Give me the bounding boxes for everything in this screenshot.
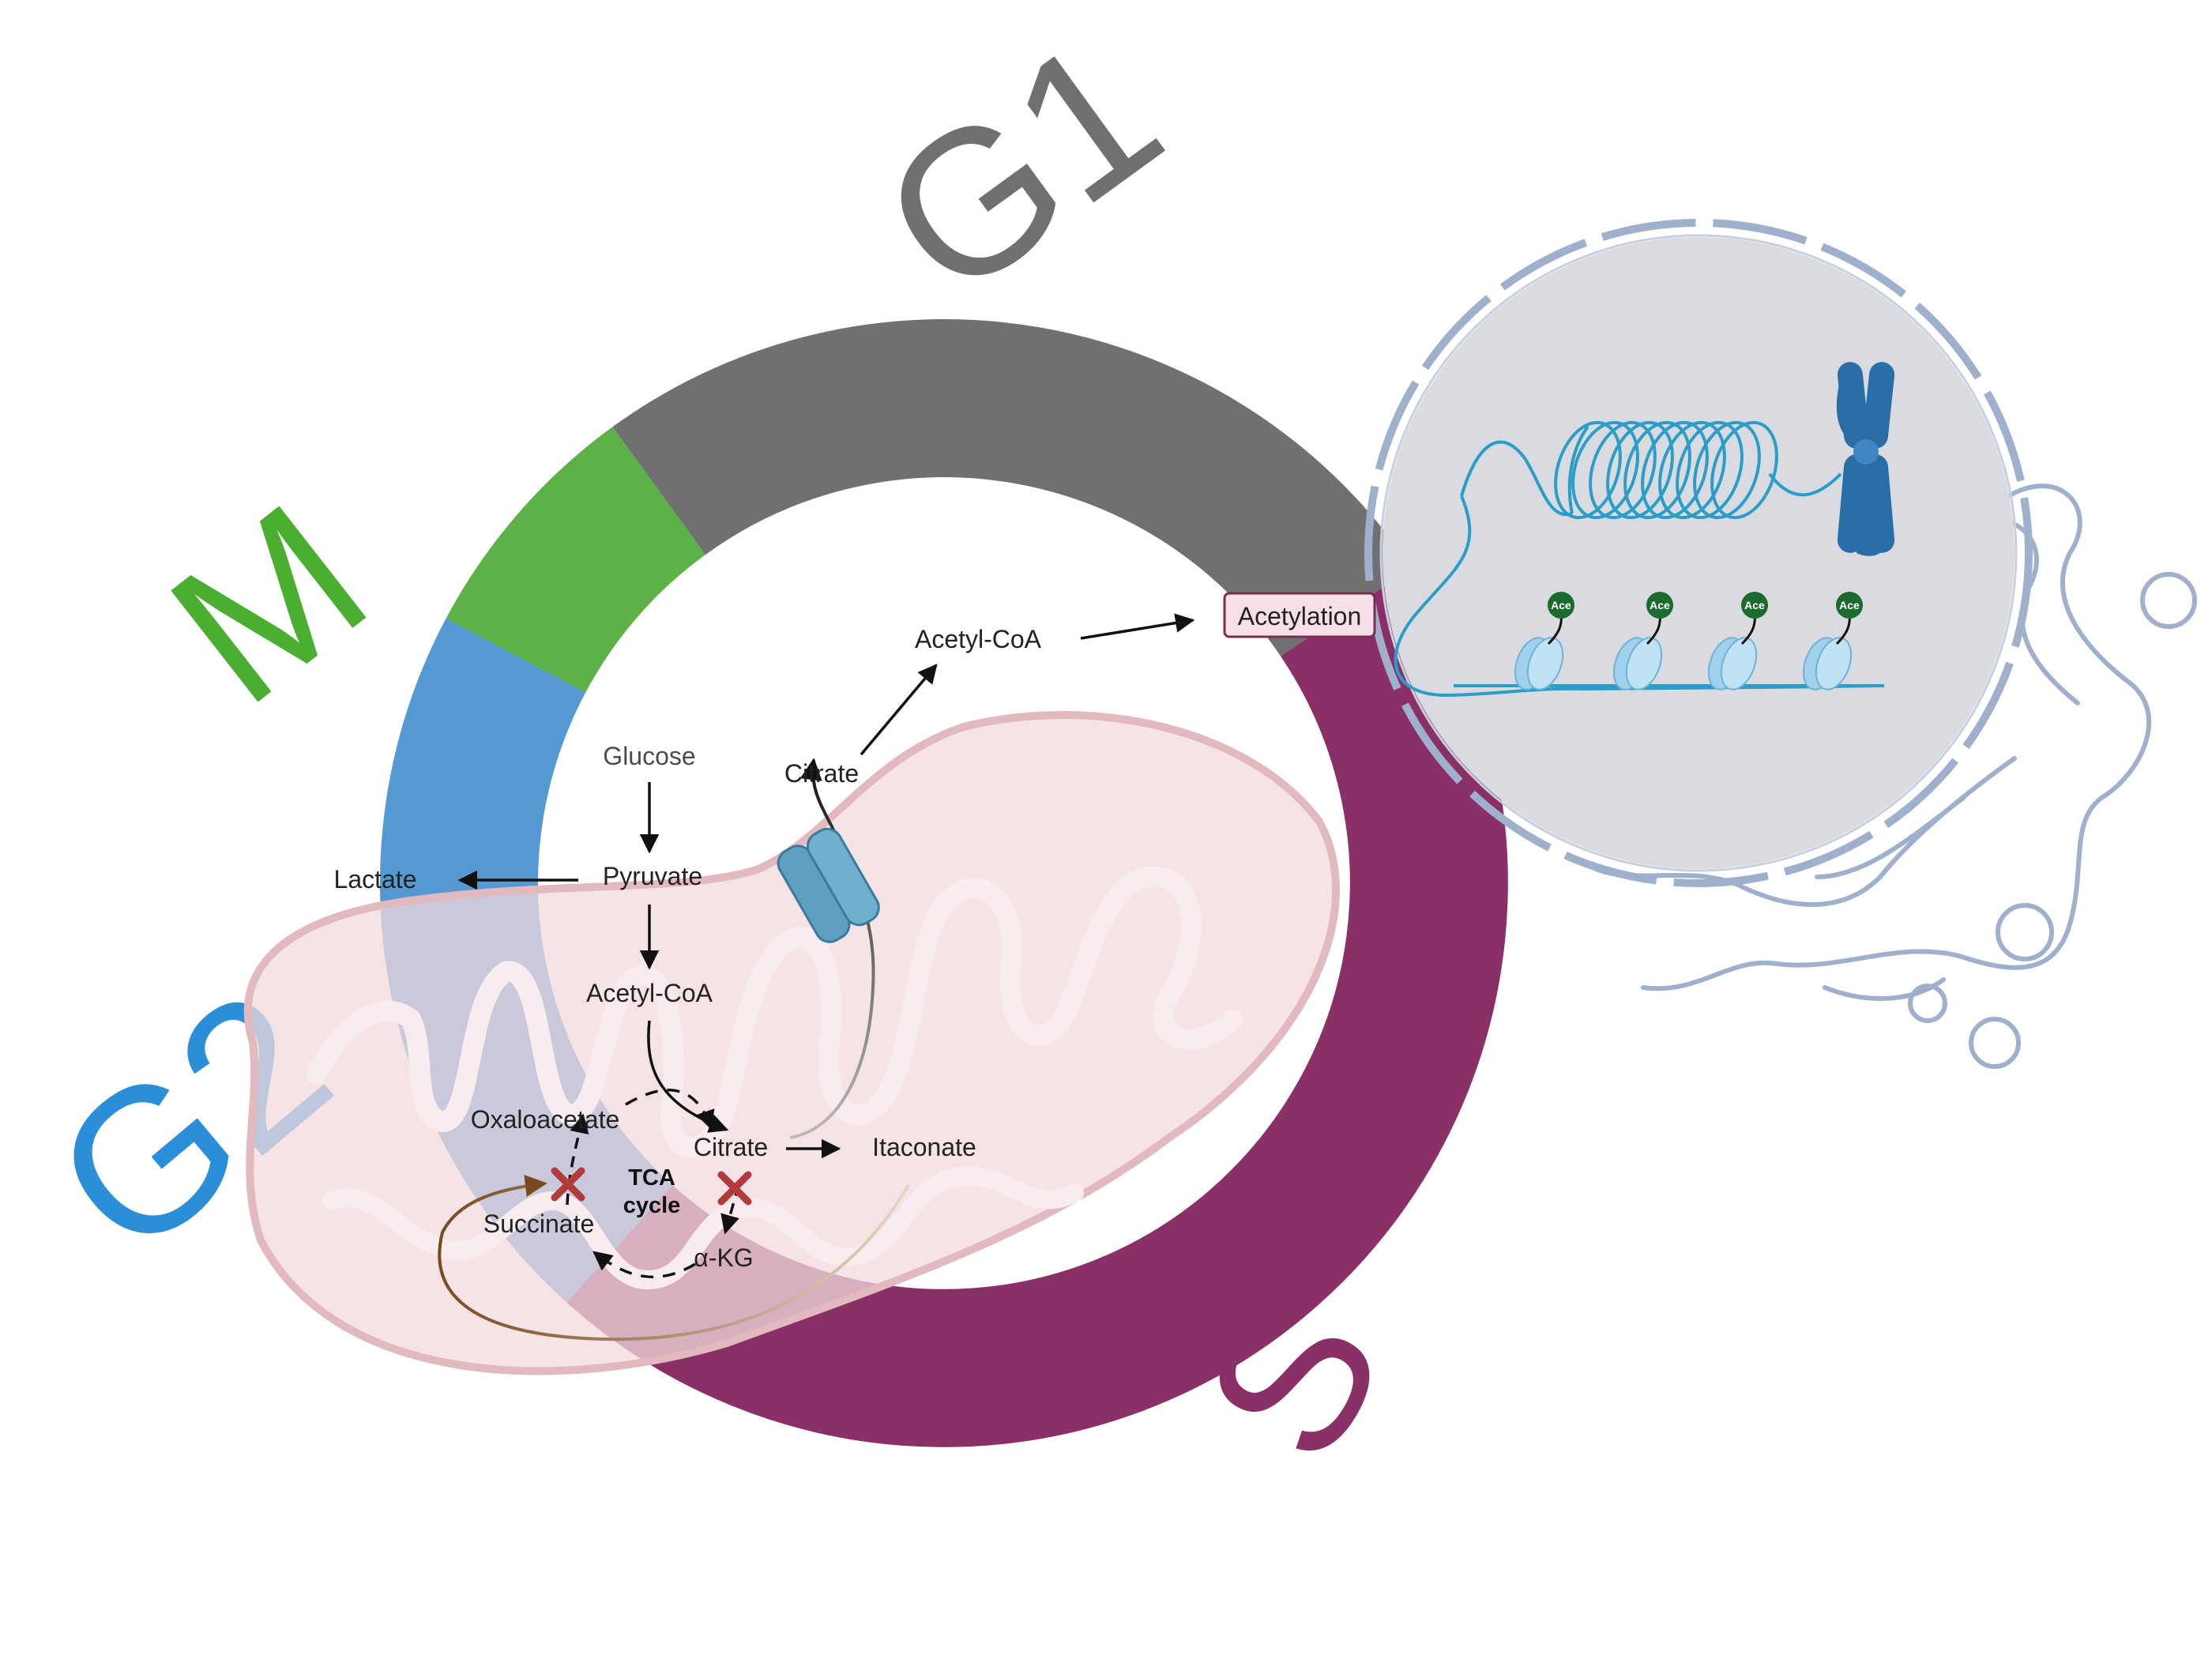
nucleosome: Ace xyxy=(1802,592,1863,690)
acetyl-tag-label: Ace xyxy=(1551,599,1571,611)
nucleus-body xyxy=(1382,237,2014,869)
oxaloacetate-label: Oxaloacetate xyxy=(471,1105,620,1134)
chromatin-fiber xyxy=(1394,495,1881,698)
acetylation-box xyxy=(1223,592,1376,638)
inhibition-mark-sdh xyxy=(551,1167,585,1202)
acetyl-tag-badge xyxy=(1548,592,1574,619)
succinate-to-oxaloacetate-arrow xyxy=(566,1113,589,1206)
itaconate-label: Itaconate xyxy=(872,1133,976,1161)
s-phase-arc xyxy=(566,567,1508,1447)
acetylcoa-cyto-label: Acetyl-CoA xyxy=(915,625,1042,653)
tca-label-line2: cycle xyxy=(623,1193,681,1218)
chromatin-tail xyxy=(1768,472,1842,497)
acetyl-tag-label: Ace xyxy=(1650,599,1670,611)
glucose-label: Glucose xyxy=(603,742,695,770)
acetyl-tag-label: Ace xyxy=(1839,599,1860,611)
mitochondrion-cristae xyxy=(306,867,1243,1158)
chromatin-coil-turn xyxy=(1623,420,1691,520)
chromatin-coil-turn xyxy=(1571,420,1639,520)
m-phase-label: M xyxy=(131,461,407,747)
acetylation-node: Acetylation xyxy=(1223,592,1376,638)
chromatin-coil-turn xyxy=(1554,420,1622,520)
citrate-export-arrow xyxy=(789,758,875,1139)
lactate-label: Lactate xyxy=(334,865,417,894)
chromatin-head xyxy=(1567,425,1589,514)
mitochondrial-transporter xyxy=(777,827,880,943)
m-phase-arc xyxy=(446,427,706,694)
nucleosome: Ace xyxy=(1707,592,1768,690)
tca-label-line1: TCA xyxy=(628,1165,675,1191)
oxaloacetate-to-citrate-arrow xyxy=(625,1089,715,1131)
g1-phase-label: G1 xyxy=(843,0,1199,341)
g1-phase-arc xyxy=(612,319,1412,657)
chromatin-coil-turn xyxy=(1641,420,1709,520)
citrate-cyto-label: Citrate xyxy=(784,759,859,788)
nuclear-envelope-inner xyxy=(1379,234,2018,872)
pyruvate-label: Pyruvate xyxy=(603,862,702,890)
acetyl-tag-label: Ace xyxy=(1744,599,1765,611)
akg-label: α-KG xyxy=(694,1243,753,1272)
chromatin-coil xyxy=(1554,420,1842,520)
chromatin-coil-turn xyxy=(1606,420,1674,520)
chromatin-loop xyxy=(1460,440,1573,517)
nucleosome: Ace xyxy=(1514,592,1574,690)
citrate-to-acetylcoa-arrow xyxy=(860,664,938,756)
nucleosome: Ace xyxy=(1612,592,1673,690)
pathway-arrows xyxy=(457,613,1195,1279)
chromatin-coil-turn xyxy=(1658,420,1726,520)
acetylation-label: Acetylation xyxy=(1238,602,1362,630)
itaconate-inhibition-curve xyxy=(438,1175,910,1341)
acetyl-tag-badge xyxy=(1646,592,1673,619)
nucleosome-array: Ace Ace Ace Ace xyxy=(1514,592,1863,690)
acetylcoa-to-acetylation-arrow xyxy=(1080,613,1195,640)
chromosome xyxy=(1836,362,1895,556)
chromatin-coil-turn xyxy=(1676,420,1744,520)
mitochondrion-cristae-lower xyxy=(322,1166,1084,1290)
inhibition-mark-aconitase xyxy=(717,1171,752,1206)
nuclear-envelope xyxy=(1364,219,2033,887)
acetyl-tag-badge xyxy=(1741,592,1768,619)
acetyl-tag-badge xyxy=(1836,592,1863,619)
nucleus: Ace Ace Ace Ace xyxy=(1364,219,2033,887)
chromatin-coil-turn xyxy=(1693,420,1761,520)
citrate-mito-label: Citrate xyxy=(694,1133,768,1161)
acetylcoa-mito-label: Acetyl-CoA xyxy=(586,979,713,1007)
chromatin-coil-turn xyxy=(1589,420,1657,520)
succinate-label: Succinate xyxy=(483,1210,595,1238)
akg-to-succinate-arrow xyxy=(592,1251,696,1279)
mitochondrion xyxy=(243,711,1340,1375)
